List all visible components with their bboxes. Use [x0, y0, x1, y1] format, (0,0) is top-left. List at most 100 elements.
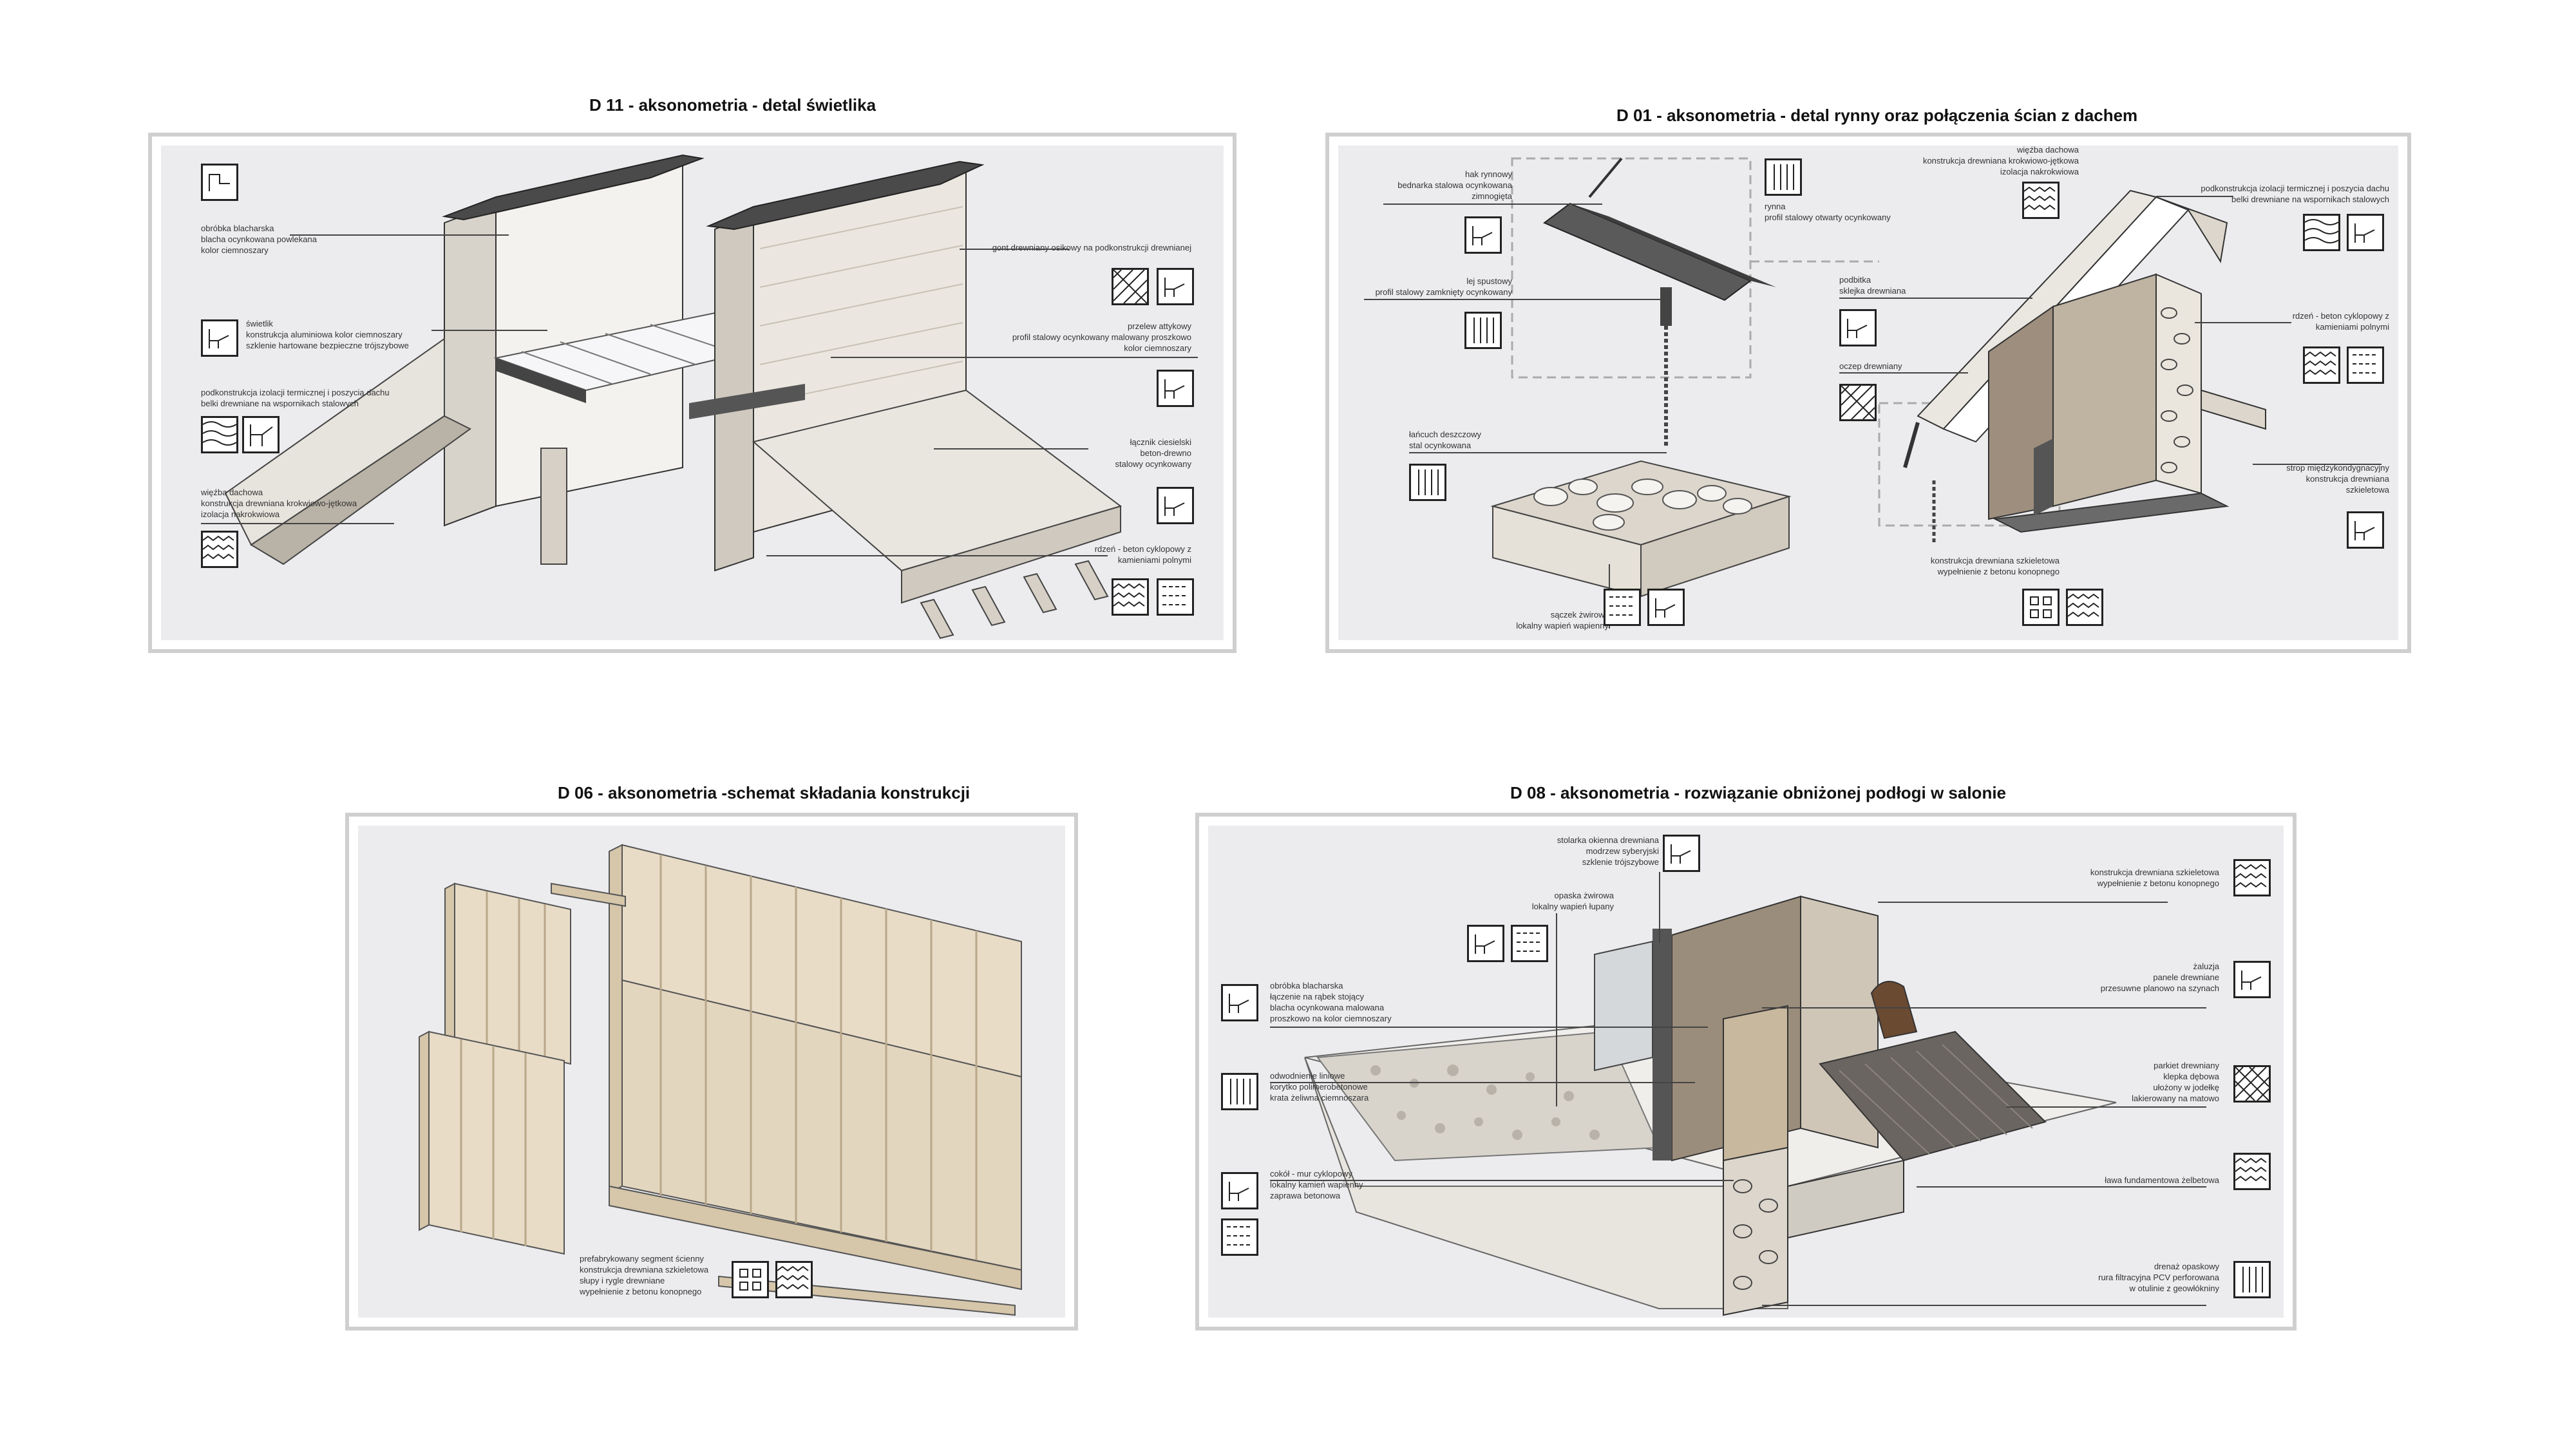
leader-linear-drain — [1270, 1082, 1695, 1083]
leader-rafter-framing — [201, 523, 394, 524]
label-wall-plate: oczep drewniany — [1839, 361, 1902, 371]
panel-d01: hak rynnowy bednarka stalowa ocynkowana … — [1325, 133, 2411, 653]
swatch-frame-a — [2022, 589, 2060, 626]
label-flashing: obróbka blacharska łączenie na rąbek sto… — [1270, 981, 1392, 1023]
swatch-core-a — [2303, 346, 2340, 384]
leader-cyclopean-core — [766, 555, 1108, 556]
panel-title-d06: D 06 - aksonometria -schemat składania k… — [558, 783, 971, 802]
panel-d08-drawing-area: stolarka okienna drewniana modrzew syber… — [1208, 826, 2284, 1318]
swatch-shingle-a — [1112, 268, 1149, 305]
swatch-core-b — [2347, 346, 2384, 384]
label-downpipe: lej spustowy profil stalowy zamknięty oc… — [1375, 276, 1512, 297]
swatch-gravel-b — [1647, 589, 1685, 626]
swatch-shutters — [2233, 961, 2271, 998]
swatch-wall-plate — [1839, 384, 1877, 421]
swatch-hempcrete — [732, 1261, 769, 1298]
label-timber-window: stolarka okienna drewniana modrzew syber… — [1557, 835, 1659, 867]
leader-plinth — [1270, 1180, 1734, 1181]
leader-timber-window — [1659, 872, 1660, 943]
swatch-timber-frame — [2233, 859, 2271, 896]
swatch-concrete-b — [1157, 578, 1194, 616]
leader-foundation — [1917, 1186, 2206, 1188]
swatch-shingle-b — [1157, 268, 1194, 305]
leader-intermediate-floor — [2253, 464, 2382, 465]
label-roof-substructure: podkonstrukcja izolacji termicznej i pos… — [2201, 184, 2389, 204]
panel-d06-drawing-area: prefabrykowany segment ścienny konstrukc… — [358, 826, 1065, 1318]
label-drainage: drenaż opaskowy rura filtracyjna PCV per… — [2098, 1262, 2219, 1293]
swatch-flashing — [1221, 984, 1258, 1021]
label-gutter: rynna profil stalowy otwarty ocynkowany — [1765, 202, 1891, 222]
label-timber-frame: konstrukcja drewniana szkieletowa wypełn… — [2090, 867, 2219, 888]
panel-d11: obróbka blacharska blacha ocynkowana pow… — [148, 133, 1236, 653]
label-cyclopean-core: rdzeń - beton cyklopowy z kamieniami pol… — [2292, 311, 2389, 332]
label-gravel-strip: opaska żwirowa lokalny wapień łupany — [1531, 891, 1614, 911]
leader-flashing — [290, 234, 509, 236]
swatch-concrete-a — [1112, 578, 1149, 616]
swatch-insulation — [201, 416, 238, 453]
label-roof-substructure: podkonstrukcja izolacji termicznej i pos… — [201, 388, 390, 408]
panel-d08: stolarka okienna drewniana modrzew syber… — [1195, 813, 2297, 1331]
swatch-soffit — [1839, 309, 1877, 346]
leader-downpipe — [1364, 299, 1660, 300]
swatch-skylight — [201, 319, 238, 357]
panel-title-d01: D 01 - aksonometria - detal rynny oraz p… — [1616, 106, 2138, 125]
label-frame-construction: konstrukcja drewniana szkieletowa wypełn… — [1930, 556, 2060, 576]
panel-d01-drawing-area: hak rynnowy bednarka stalowa ocynkowana … — [1338, 146, 2398, 640]
swatch-flashing — [201, 164, 238, 201]
leader-gutter-hook — [1383, 204, 1602, 205]
panel-d06: prefabrykowany segment ścienny konstrukc… — [345, 813, 1078, 1331]
leader-drainage — [1762, 1305, 2206, 1306]
swatch-rafter-insulation — [201, 531, 238, 568]
label-flashing: obróbka blacharska blacha ocynkowana pow… — [201, 223, 317, 255]
panel-d11-drawing-area: obróbka blacharska blacha ocynkowana pow… — [161, 146, 1224, 640]
leader-timber-connector — [934, 448, 1088, 450]
label-roof-truss: więźba dachowa konstrukcja drewniana kro… — [1922, 146, 2079, 176]
swatch-substructure-b — [2347, 214, 2384, 251]
leader-parapet-overflow — [831, 357, 1198, 358]
swatch-frame-b — [2066, 589, 2103, 626]
leader-timber-frame — [1878, 902, 2168, 903]
label-timber-connector: łącznik ciesielski beton-drewno stalowy … — [1115, 437, 1192, 469]
leader-soffit — [1839, 298, 2032, 299]
leader-parquet — [2007, 1106, 2206, 1108]
label-gutter-hook: hak rynnowy bednarka stalowa ocynkowana … — [1397, 169, 1512, 201]
label-shutters: żaluzja panele drewniane przesuwne plano… — [2100, 961, 2219, 993]
leader-skylight — [431, 330, 547, 331]
label-gravel-soakaway: sączek żwirowy lokalny wapień wapienny — [1516, 610, 1609, 630]
swatch-timber-beam — [242, 416, 279, 453]
leader-flashing — [1270, 1027, 1708, 1028]
label-skylight: świetlik konstrukcja aluminiowa kolor ci… — [246, 319, 409, 350]
panel-title-d08: D 08 - aksonometria - rozwiązanie obniżo… — [1510, 783, 2007, 802]
label-rain-chain: łańcuch deszczowy stal ocynkowana — [1409, 430, 1481, 450]
leader-rain-chain — [1409, 452, 1667, 453]
swatch-rain-chain — [1409, 464, 1446, 501]
wall-assembly-axonometric-drawing — [419, 844, 1022, 1316]
label-rafter-framing: więźba dachowa konstrukcja drewniana kro… — [201, 488, 357, 519]
swatch-gravel-a — [1467, 925, 1504, 962]
label-plinth: cokół - mur cyklopowy lokalny kamień wap… — [1270, 1169, 1363, 1200]
leader-roof-substructure — [2156, 196, 2233, 197]
swatch-window — [1663, 835, 1700, 872]
label-soffit: podbitka sklejka drewniana — [1839, 275, 1906, 296]
gutter-wall-roof-axonometric-drawing — [1490, 157, 2266, 598]
label-cyclopean-core: rdzeń - beton cyklopowy z kamieniami pol… — [1094, 544, 1191, 565]
swatch-drainage — [2233, 1261, 2271, 1298]
swatch-gutter-hook — [1464, 216, 1502, 254]
swatch-substructure-a — [2303, 214, 2340, 251]
label-foundation: ława fundamentowa żelbetowa — [2105, 1175, 2219, 1185]
leader-wall-plate — [1839, 372, 1968, 374]
leader-cyclopean-core — [2195, 322, 2291, 323]
swatch-timber-frame — [775, 1261, 813, 1298]
label-parapet-overflow: przelew attykowy profil stalowy ocynkowa… — [1012, 321, 1191, 353]
swatch-linear-drain — [1221, 1073, 1258, 1110]
label-linear-drain: odwodnienie liniowe korytko polimerobeto… — [1270, 1071, 1369, 1103]
skylight-axonometric-drawing — [224, 154, 1122, 639]
swatch-steel-profile — [1157, 370, 1194, 407]
swatch-connector — [1157, 487, 1194, 524]
label-parquet: parkiet drewniany klepka dębowa ułożony … — [2132, 1061, 2219, 1103]
leader-shutters — [1762, 1007, 2206, 1009]
label-prefab-wall-segment: prefabrykowany segment ścienny konstrukc… — [580, 1254, 709, 1296]
label-wood-shingle: gont drewniany osikowy na podkonstrukcji… — [992, 243, 1191, 252]
swatch-plinth-a — [1221, 1172, 1258, 1209]
label-intermediate-floor: strop międzykondygnacyjny konstrukcja dr… — [2286, 463, 2389, 495]
